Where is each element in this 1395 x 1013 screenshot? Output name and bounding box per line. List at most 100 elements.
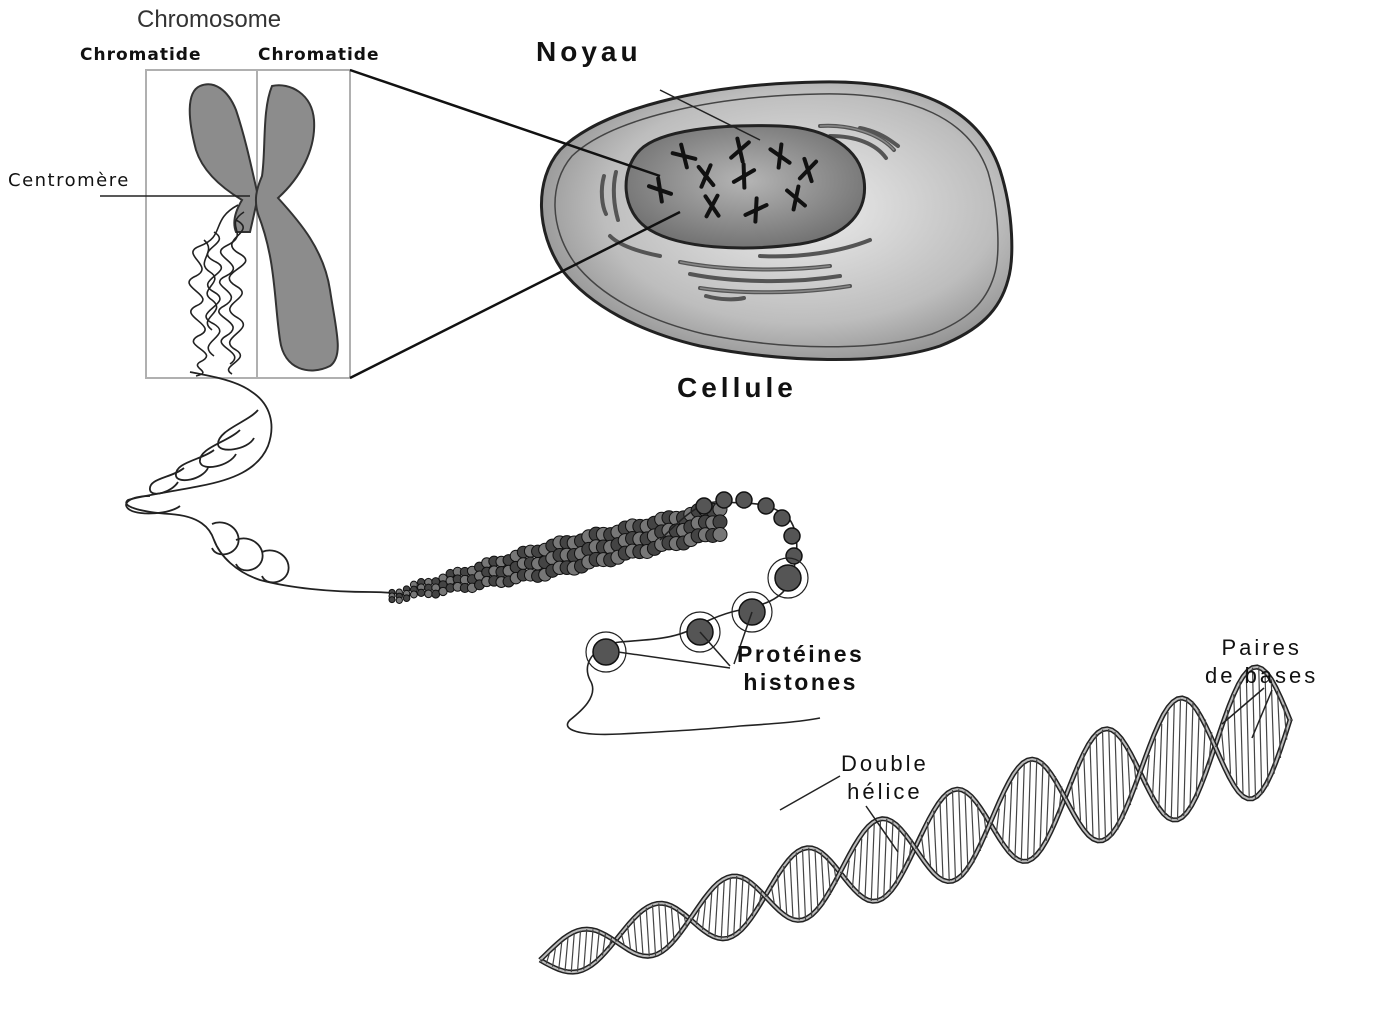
solenoid-bead	[713, 515, 727, 529]
chromosome-label: Chromosome	[137, 8, 281, 32]
nucleosome-bead	[736, 492, 752, 508]
base-pair-rung	[784, 866, 787, 914]
solenoid-fiber	[389, 502, 727, 603]
base-pair-rung	[1096, 734, 1099, 840]
base-pair-rung	[1234, 694, 1237, 785]
paires-line2: de bases	[1205, 662, 1318, 690]
base-pair-rung	[659, 903, 662, 953]
base-pair-rung	[671, 906, 674, 944]
helix-strand-highlight	[540, 698, 1290, 960]
base-pair-rung	[1159, 724, 1162, 808]
histones-line1: Protéines	[737, 640, 864, 668]
base-pair-rung	[809, 848, 812, 917]
base-pairs-label: Paires de bases	[1205, 634, 1318, 690]
solenoid-bead	[425, 590, 433, 598]
base-pair-rung	[1184, 698, 1187, 816]
nucleosome-bead	[774, 510, 790, 526]
solenoid-bead	[410, 591, 417, 598]
centromere-label: Centromère	[8, 172, 130, 190]
base-pair-rung	[946, 794, 949, 881]
base-pair-rung	[640, 912, 643, 955]
solenoid-bead	[403, 595, 410, 602]
nucleosome-bead	[758, 498, 774, 514]
base-pair-rung	[1021, 764, 1024, 861]
base-pair-rung	[653, 905, 656, 956]
chromatide-left-label: Chromatide	[80, 47, 201, 64]
base-pair-rung	[578, 931, 581, 972]
histones-line2: histones	[737, 668, 864, 696]
base-pair-rung	[703, 901, 706, 930]
base-pair-rung	[728, 877, 731, 938]
solenoid-bead	[418, 589, 425, 596]
base-pair-rung	[715, 886, 718, 937]
base-pair-rung	[628, 925, 631, 949]
nucleosome-bead	[716, 492, 732, 508]
base-pair-rung	[1009, 782, 1012, 852]
base-pair-rung	[559, 942, 562, 969]
base-pair-rung	[1040, 762, 1043, 851]
base-pair-rung	[1028, 760, 1031, 861]
nucleosome-bead	[775, 565, 801, 591]
base-pair-rung	[1015, 772, 1018, 858]
base-pair-rung	[1165, 712, 1168, 815]
base-pair-rung	[590, 929, 593, 966]
base-pair-rung	[865, 830, 868, 899]
base-pair-rung	[965, 791, 968, 871]
base-pair-rung	[953, 790, 956, 881]
base-pair-rung	[1078, 767, 1081, 821]
base-pair-rung	[1271, 679, 1274, 773]
base-pair-rung	[646, 908, 649, 956]
coiled-chromatin-fiber	[126, 372, 410, 596]
double-line2: hélice	[841, 778, 929, 806]
base-pair-rung	[1121, 739, 1124, 819]
base-pair-rung	[1171, 703, 1174, 819]
base-pair-rung	[1240, 682, 1243, 794]
base-pair-rung	[584, 929, 587, 969]
nucleosome-bead	[784, 528, 800, 544]
base-pair-rung	[1153, 739, 1156, 798]
histone-proteins-label: Protéines histones	[737, 640, 864, 696]
base-pair-rung	[940, 801, 943, 878]
helix-strand	[540, 698, 1290, 960]
base-pair-rung	[1115, 732, 1118, 830]
base-pair-rung	[853, 849, 856, 888]
base-pair-rung	[1246, 672, 1249, 798]
base-pair-rung	[878, 820, 881, 901]
base-pair-rung	[890, 820, 893, 892]
base-pair-rung	[803, 849, 806, 920]
base-pair-rung	[634, 918, 637, 952]
base-pair-rung	[1103, 730, 1106, 841]
solenoid-bead	[396, 597, 402, 603]
base-pair-rung	[709, 893, 712, 934]
solenoid-bead	[389, 597, 395, 603]
base-pair-rung	[1003, 795, 1006, 844]
base-pair-rung	[740, 877, 743, 931]
base-pair-rung	[665, 904, 668, 950]
chromatide-right-label: Chromatide	[258, 47, 379, 64]
base-pair-rung	[1190, 702, 1193, 808]
base-pair-rung	[721, 881, 724, 939]
double-helix-label: Double hélice	[841, 750, 929, 806]
base-pair-rung	[790, 858, 793, 918]
nucleosome-bead	[593, 639, 619, 665]
base-pair-rung	[796, 852, 799, 920]
base-pair-rung	[821, 852, 824, 904]
dna-double-helix	[540, 667, 1293, 972]
chromatid-left-shape	[190, 84, 258, 232]
base-pair-rung	[778, 875, 781, 909]
nucleosome-bead	[696, 498, 712, 514]
noyau-label: Noyau	[536, 38, 642, 66]
base-pair-rung	[815, 849, 818, 912]
base-pair-rung	[571, 933, 574, 972]
base-pair-rung	[734, 876, 737, 936]
base-pair-rung	[1090, 742, 1093, 837]
base-pair-rung	[934, 811, 937, 874]
base-pair-rung	[971, 796, 974, 862]
base-pair-rung	[1034, 759, 1037, 857]
base-pair-rung	[928, 822, 931, 866]
base-pair-rung	[859, 839, 862, 895]
paires-line1: Paires	[1205, 634, 1318, 662]
base-pair-rung	[884, 819, 887, 898]
